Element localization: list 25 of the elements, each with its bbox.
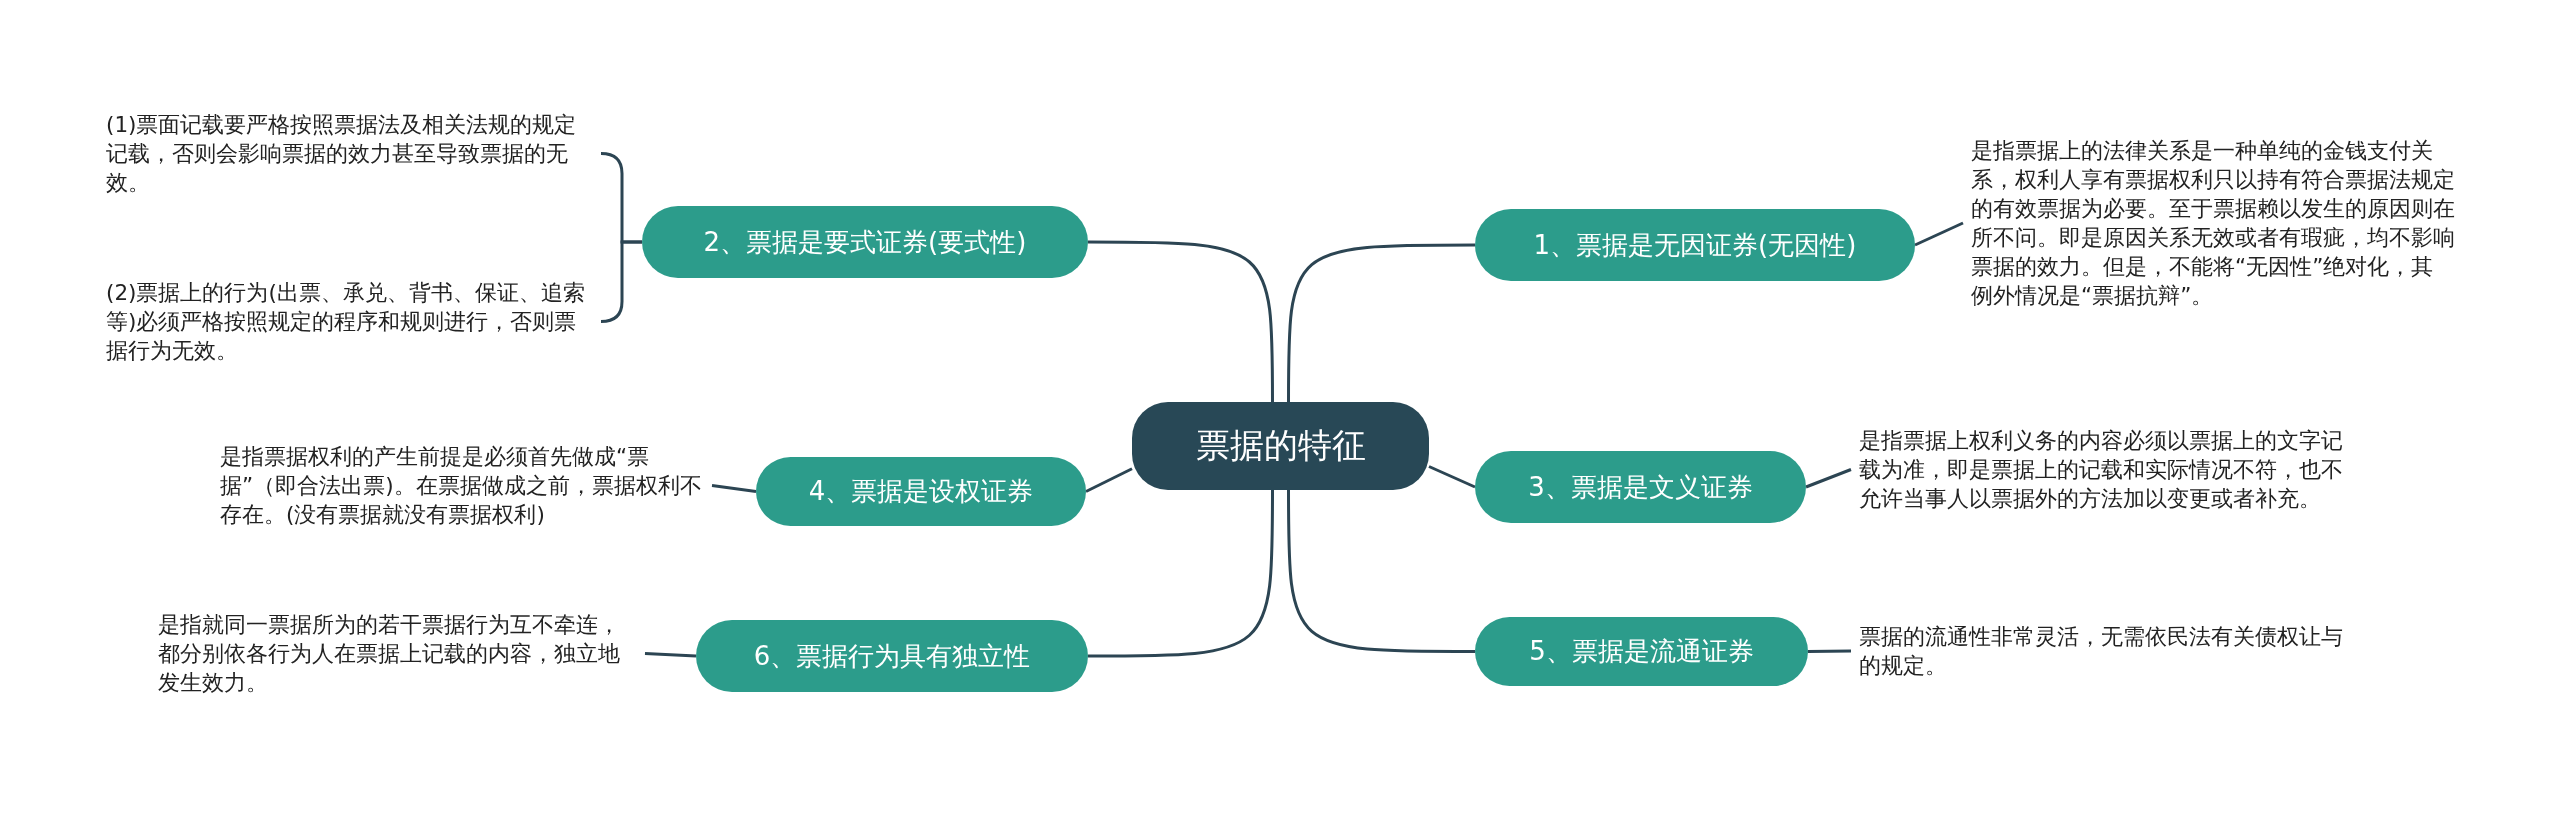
connector-line	[1085, 467, 1133, 493]
connector-line	[711, 484, 757, 493]
topic-pill: 3、票据是文义证券	[1475, 451, 1806, 523]
connector-line	[1805, 468, 1852, 489]
note-text: 是指票据上权利义务的内容必须以票据上的文字记载为准，即是票据上的记载和实际情况不符，也不允许当事人以票据外的方法加以变更或者补充。	[1851, 424, 2351, 515]
connector-line	[1287, 243, 1475, 402]
note-text: (1)票面记载要严格按照票据法及相关法规的规定记载，否则会影响票据的效力甚至导致票据的无效。	[98, 108, 601, 199]
connector-line	[644, 652, 697, 658]
connector-line	[1428, 465, 1476, 489]
note-text: 是指票据上的法律关系是一种单纯的金钱支付关系，权利人享有票据权利只以持有符合票据法规定的有效票据为必要。至于票据赖以发生的原因则在所不问。即是原因关系无效或者有瑕疵，均不影响票据的效力。但是，不能将“无因性”绝对化，其例外情况是“票据抗辩”。	[1963, 134, 2463, 312]
connector-line	[1914, 221, 1964, 247]
topic-pill: 5、票据是流通证券	[1475, 617, 1808, 686]
note-text: (2)票据上的行为(出票、承兑、背书、保证、追索等)必须严格按照规定的程序和规则进行，否则票据行为无效。	[98, 276, 601, 367]
topic-pill: 2、票据是要式证券(要式性)	[642, 206, 1088, 278]
connector-line	[1808, 649, 1851, 653]
note-text: 是指就同一票据所为的若干票据行为互不牵连，都分别依各行为人在票据上记载的内容，独立地发生效力。	[150, 608, 645, 699]
central-topic: 票据的特征	[1132, 402, 1429, 490]
note-text: 是指票据权利的产生前提是必须首先做成“票据”（即合法出票)。在票据做成之前，票据权利不存在。(没有票据就没有票据权利)	[212, 440, 712, 531]
note-text: 票据的流通性非常灵活，无需依民法有关债权让与的规定。	[1851, 620, 2351, 682]
topic-pill: 6、票据行为具有独立性	[696, 620, 1088, 692]
topic-pill: 4、票据是设权证券	[756, 457, 1086, 526]
connector-line	[1287, 490, 1475, 653]
connector-line	[1088, 240, 1274, 402]
topic-pill: 1、票据是无因证券(无因性)	[1475, 209, 1915, 281]
connector-line	[1088, 490, 1274, 658]
